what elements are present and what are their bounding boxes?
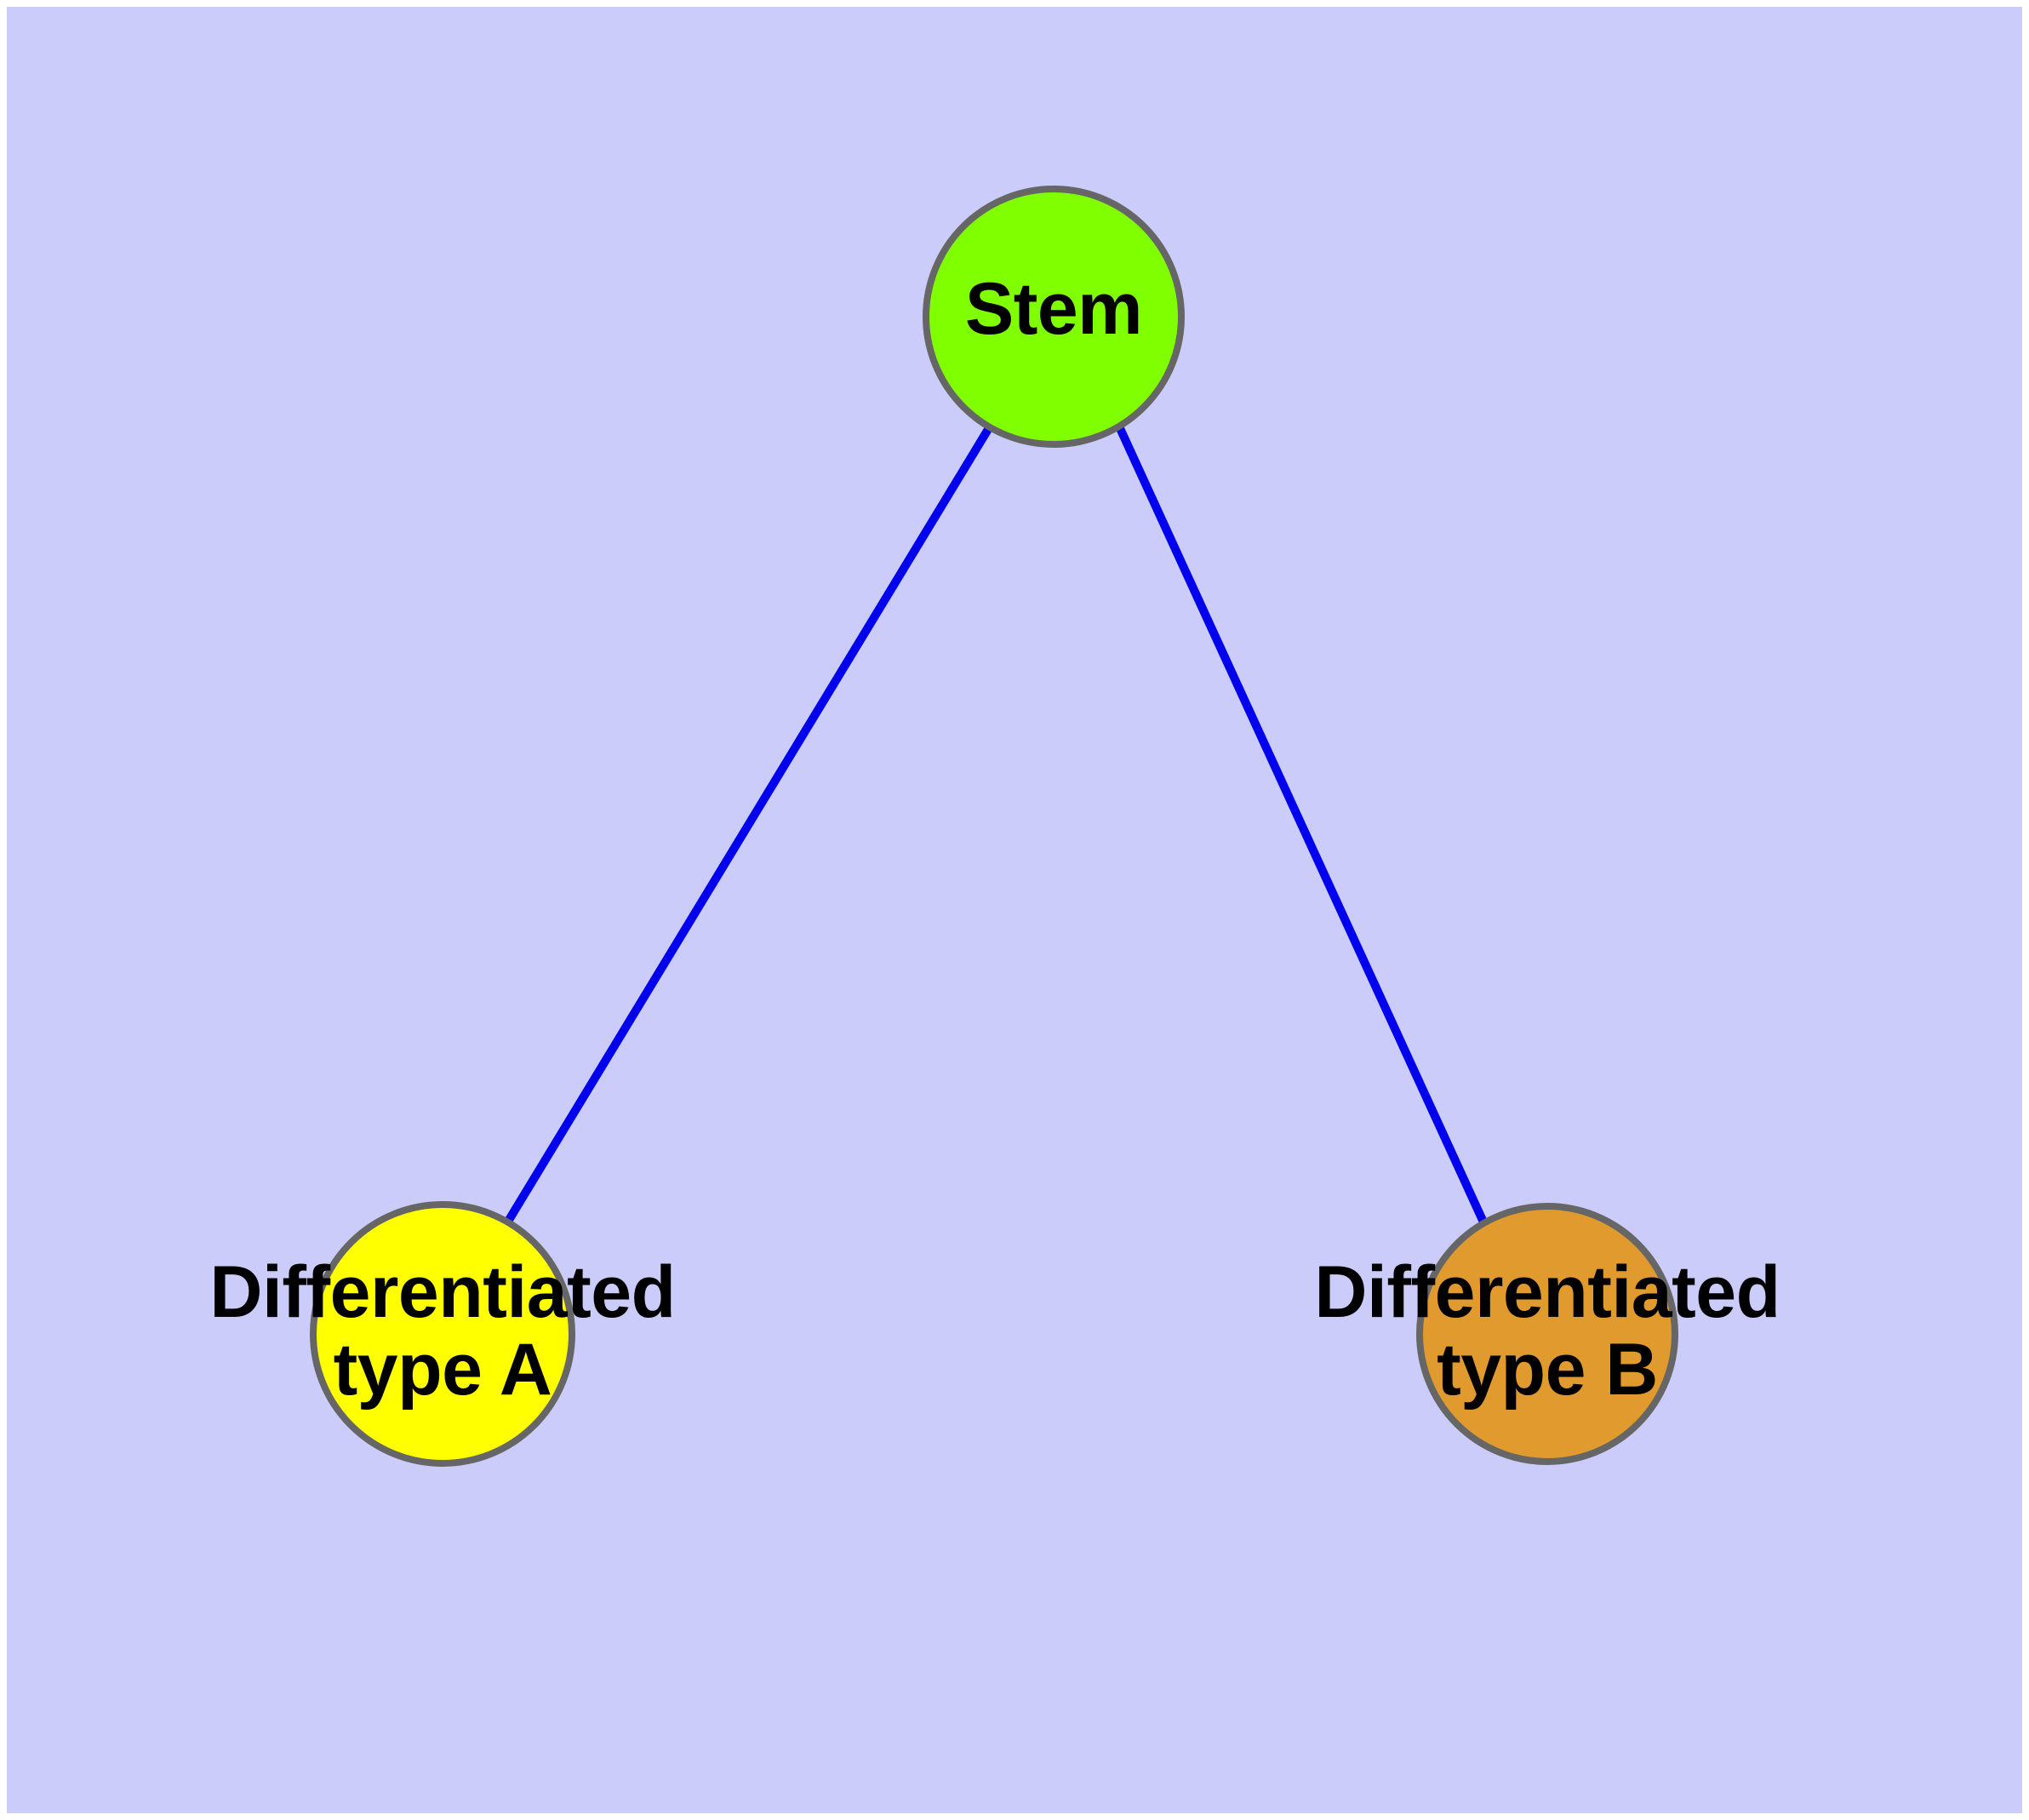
graph-plot-area: Stem Differentiated type A Differentiate… [7,7,2022,1813]
edge-stem-to-diff-b[interactable] [1115,424,1489,1228]
graph-svg [310,186,1678,1467]
node-stem[interactable] [923,186,1185,448]
node-diff-a[interactable] [310,1201,575,1467]
node-diff-b[interactable] [1416,1203,1678,1465]
edge-stem-to-diff-a[interactable] [502,424,994,1227]
